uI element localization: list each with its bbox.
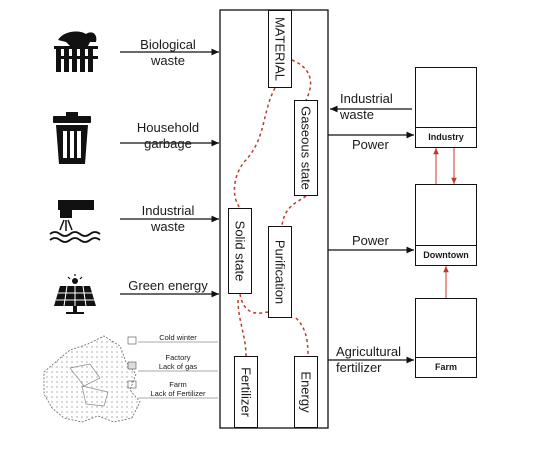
fertilizer-box: Fertilizer [234, 356, 258, 428]
legend-farm: Farm Lack of Fertilizer [150, 380, 206, 398]
dashed-flow-gas-to-purification [281, 195, 307, 227]
downtown-caption: Downtown [416, 245, 476, 265]
energy-label: Energy [298, 371, 314, 413]
purification-label: Purification [272, 239, 288, 305]
dashed-flow-material-to-solid [233, 87, 276, 209]
label-power-downtown: Power [352, 233, 389, 248]
farm-node: Farm [415, 298, 477, 378]
region-map-icon [43, 335, 141, 423]
energy-box: Energy [294, 356, 318, 428]
label-power-industry: Power [352, 137, 389, 152]
dashed-flow-to-fertilizer [237, 299, 247, 357]
label-industrial-waste-in: Industrial waste [141, 203, 195, 234]
fertilizer-label: Fertilizer [238, 367, 254, 417]
cold-winter-icon [127, 336, 137, 345]
dashed-flow-solid-to-purification [239, 293, 269, 314]
farm-caption: Farm [416, 357, 476, 377]
farm-legend-icon [127, 380, 137, 389]
industry-caption: Industry [416, 127, 476, 147]
downtown-node: Downtown [415, 184, 477, 266]
trash-can-icon [53, 112, 91, 164]
label-green-energy: Green energy [128, 278, 208, 293]
legend-cold-winter: Cold winter [159, 333, 197, 342]
label-industrial-waste-out: Industrial waste [340, 91, 393, 122]
gaseous-state-label: Gaseous state [298, 106, 314, 190]
material-label: MATERIAL [272, 16, 288, 82]
label-biological-waste: Biological waste [140, 37, 196, 68]
factory-legend-icon [127, 361, 137, 370]
solar-panel-icon [54, 274, 96, 314]
dashed-flow-material-to-gas [291, 59, 312, 101]
label-agricultural-fertilizer: Agricultural fertilizer [336, 344, 402, 375]
dashed-flow-to-energy [295, 317, 309, 357]
solid-state-box: Solid state [228, 208, 252, 294]
pipe-outflow-icon [49, 200, 101, 243]
solid-state-label: Solid state [232, 220, 248, 282]
purification-box: Purification [268, 226, 292, 318]
label-household-garbage: Household garbage [136, 120, 200, 151]
industry-node: Industry [415, 67, 477, 148]
material-box: MATERIAL [268, 10, 292, 88]
gaseous-state-box: Gaseous state [294, 100, 318, 196]
legend-factory: Factory Lack of gas [158, 353, 198, 371]
biological-waste-icon [54, 31, 98, 72]
